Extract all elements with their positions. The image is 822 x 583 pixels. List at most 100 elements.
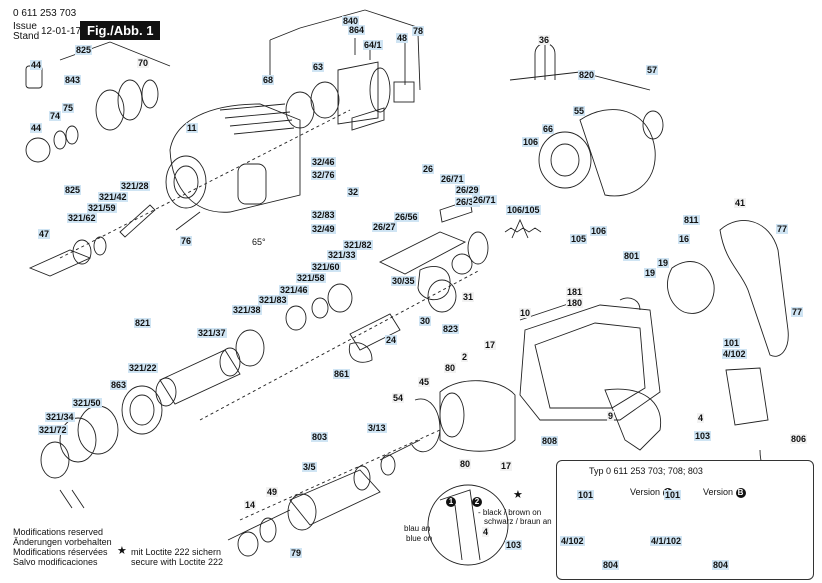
angle-65: 65° [252, 237, 266, 247]
callout-48: 48 [396, 33, 409, 43]
callout-4-102-inset: 4/102 [560, 536, 585, 546]
callout-808: 808 [541, 436, 559, 446]
callout-840: 840 [342, 16, 360, 26]
wire-marker-2: 2 [472, 491, 482, 509]
callout-70: 70 [137, 58, 150, 68]
footer-line-de: Änderungen vorbehalten [13, 537, 112, 547]
callout-3-13: 3/13 [367, 423, 387, 433]
callout-103: 103 [694, 431, 712, 441]
callout-101-inset-b: 101 [664, 490, 682, 500]
callout-16: 16 [678, 234, 691, 244]
callout-106-105: 106/105 [506, 205, 541, 215]
callout-825-b: 825 [64, 185, 82, 195]
footer-line-fr: Modifications réservées [13, 547, 108, 557]
callout-321-28: 321/28 [120, 181, 150, 191]
callout-32-46: 32/46 [311, 157, 336, 167]
wire-marker-1: 1 [446, 491, 456, 509]
callout-321-82: 321/82 [343, 240, 373, 250]
callout-321-83: 321/83 [258, 295, 288, 305]
callout-321-33: 321/33 [327, 250, 357, 260]
callout-68: 68 [262, 75, 275, 85]
callout-32-83: 32/83 [311, 210, 336, 220]
callout-77-a: 77 [776, 224, 789, 234]
callout-26-56: 26/56 [394, 212, 419, 222]
callout-321-42: 321/42 [98, 192, 128, 202]
callout-321-38: 321/38 [232, 305, 262, 315]
callout-321-22: 321/22 [128, 363, 158, 373]
callout-14: 14 [244, 500, 257, 510]
callout-76: 76 [180, 236, 193, 246]
callout-321-60: 321/60 [311, 262, 341, 272]
callout-321-46: 321/46 [279, 285, 309, 295]
callout-36: 36 [538, 35, 551, 45]
stand-label: Stand [13, 31, 40, 42]
callout-823: 823 [442, 324, 460, 334]
callout-321-34: 321/34 [45, 412, 75, 422]
callout-24: 24 [385, 335, 398, 345]
callout-321-59: 321/59 [87, 203, 117, 213]
figure-label: Fig./Abb. 1 [80, 21, 161, 40]
footer-line-es: Salvo modificaciones [13, 557, 98, 567]
wire-schwarz-braun: schwarz / braun an [484, 517, 552, 526]
callout-17-a: 17 [484, 340, 497, 350]
callout-47: 47 [38, 229, 51, 239]
version-b-label: Version B [703, 487, 746, 498]
callout-4-102-a: 4/102 [722, 349, 747, 359]
part-number: 0 611 253 703 [13, 8, 77, 19]
callout-80-a: 80 [444, 363, 457, 373]
callout-321-72: 321/72 [38, 425, 68, 435]
wire-blau-an: blau an [404, 524, 431, 533]
callout-9: 9 [607, 411, 615, 421]
callout-4-wiring: 4 [482, 527, 490, 537]
callout-26-71-a: 26/71 [440, 174, 465, 184]
callout-26-29: 26/29 [455, 185, 480, 195]
callout-44-a: 44 [30, 60, 43, 70]
version-b-marker: B [735, 488, 746, 498]
callout-863: 863 [110, 380, 128, 390]
callout-4-1-102: 4/1/102 [650, 536, 683, 546]
callout-804-a: 804 [602, 560, 620, 570]
callout-63: 63 [312, 62, 325, 72]
callout-31: 31 [462, 292, 475, 302]
loctite-en: secure with Loctite 222 [131, 557, 224, 567]
callout-105: 105 [570, 234, 588, 244]
callout-2: 2 [461, 352, 469, 362]
loctite-star-icon: ★ [513, 489, 523, 501]
callout-30-35: 30/35 [391, 276, 416, 286]
callout-26-71-b: 26/71 [472, 195, 497, 205]
loctite-de: mit Loctite 222 sichern [131, 547, 222, 557]
callout-4: 4 [697, 413, 705, 423]
inset-title: Typ 0 611 253 703; 708; 803 [589, 466, 703, 476]
callout-321-50: 321/50 [72, 398, 102, 408]
callout-321-58: 321/58 [296, 273, 326, 283]
callout-74: 74 [49, 111, 62, 121]
variant-inset-panel: Typ 0 611 253 703; 708; 803 Version A Ve… [556, 460, 814, 580]
callout-843: 843 [64, 75, 82, 85]
callout-321-62: 321/62 [67, 213, 97, 223]
callout-10: 10 [519, 308, 532, 318]
callout-75: 75 [62, 103, 75, 113]
callout-19-a: 19 [657, 258, 670, 268]
issue-label: Issue [13, 21, 37, 32]
callout-181: 181 [566, 287, 584, 297]
loctite-legend-star-icon: ★ [117, 545, 127, 557]
callout-32: 32 [347, 187, 360, 197]
callout-321-37: 321/37 [197, 328, 227, 338]
callout-3-5: 3/5 [302, 462, 317, 472]
callout-806: 806 [790, 434, 808, 444]
footer-modifications: Modifications reserved Änderungen vorbeh… [13, 527, 112, 567]
callout-54: 54 [392, 393, 405, 403]
callout-26: 26 [422, 164, 435, 174]
wire-black-brown: - black / brown on [478, 508, 542, 517]
callout-861: 861 [333, 369, 351, 379]
callout-803: 803 [311, 432, 329, 442]
callout-103-wiring: 103 [505, 540, 523, 550]
callout-821: 821 [134, 318, 152, 328]
callout-30: 30 [419, 316, 432, 326]
wire-blue-on: blue on [406, 534, 433, 543]
callout-825-a: 825 [75, 45, 93, 55]
callout-80-b: 80 [459, 459, 472, 469]
callout-820: 820 [578, 70, 596, 80]
callout-55: 55 [573, 106, 586, 116]
callout-101-inset-a: 101 [577, 490, 595, 500]
